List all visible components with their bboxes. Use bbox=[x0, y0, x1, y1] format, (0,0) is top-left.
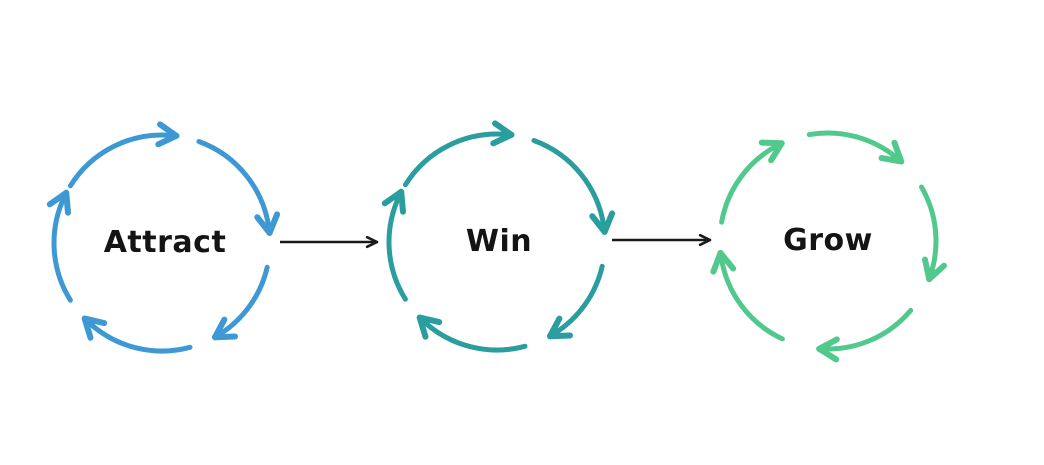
grow-cycle-arrows-icon bbox=[710, 130, 947, 363]
stage-label-win: Win bbox=[465, 224, 533, 260]
cycle-arc-segment bbox=[85, 319, 193, 354]
arrow-attract-to-win-icon bbox=[280, 235, 379, 249]
cycle-arc-segment bbox=[67, 132, 174, 189]
cycle-arrowhead bbox=[589, 213, 608, 235]
cycle-arrowhead bbox=[878, 155, 905, 165]
cycle-arrowhead bbox=[416, 314, 443, 326]
cycle-arc-segment bbox=[806, 130, 900, 161]
cycle-arrowhead bbox=[490, 131, 515, 147]
cycle-arrowhead bbox=[63, 189, 71, 216]
connector-arrowhead bbox=[365, 235, 379, 249]
cycle-arrowhead bbox=[768, 140, 785, 164]
cycle-arrowhead bbox=[155, 132, 180, 148]
cycle-arrowhead bbox=[212, 316, 228, 341]
arrow-win-to-grow-icon bbox=[612, 233, 712, 247]
cycle-arrowhead bbox=[816, 336, 840, 352]
cycle-arc-segment bbox=[718, 255, 785, 342]
cycle-arc-segment bbox=[196, 139, 272, 231]
cycle-arrowhead bbox=[922, 256, 933, 283]
cycle-arc-segment bbox=[51, 194, 73, 303]
cycle-arc-segment bbox=[531, 138, 607, 230]
stage-label-attract: Attract bbox=[103, 225, 227, 261]
cycle-arc-segment bbox=[919, 184, 939, 277]
cycle-arrowhead bbox=[398, 188, 406, 215]
cycle-arc-segment bbox=[551, 263, 605, 337]
cycle-arrowhead bbox=[81, 315, 108, 327]
cycle-arc-segment bbox=[719, 143, 780, 225]
cycle-arrowhead bbox=[547, 315, 563, 340]
cycle-arc-segment bbox=[386, 193, 408, 302]
cycle-arc-segment bbox=[216, 264, 270, 338]
attract-cycle-arrows-icon bbox=[46, 121, 281, 354]
cycle-arrowhead bbox=[254, 214, 273, 236]
cycle-arc-segment bbox=[420, 318, 528, 353]
win-cycle-arrows-icon bbox=[381, 120, 616, 353]
connector-arrowhead bbox=[698, 233, 712, 247]
cycle-arrowhead bbox=[717, 250, 737, 272]
stage-label-grow: Grow bbox=[783, 223, 873, 259]
cycle-arc-segment bbox=[402, 131, 509, 188]
cycle-arc-segment bbox=[821, 307, 914, 352]
